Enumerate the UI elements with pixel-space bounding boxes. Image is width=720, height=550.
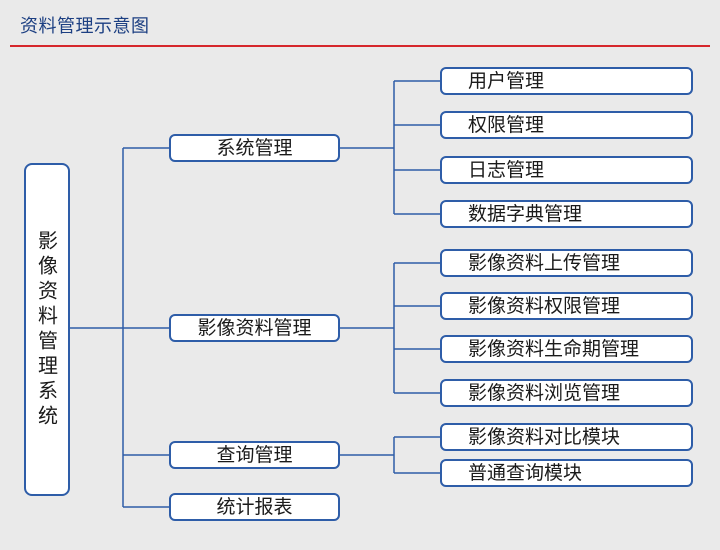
leaf-node: 影像资料上传管理 [440, 249, 693, 277]
leaf-node: 影像资料浏览管理 [440, 379, 693, 407]
leaf-node: 权限管理 [440, 111, 693, 139]
module-node-statistics-report: 统计报表 [169, 493, 340, 521]
leaf-node: 日志管理 [440, 156, 693, 184]
leaf-node: 数据字典管理 [440, 200, 693, 228]
leaf-node: 影像资料生命期管理 [440, 335, 693, 363]
module-node-system-management: 系统管理 [169, 134, 340, 162]
leaf-node: 影像资料权限管理 [440, 292, 693, 320]
leaf-node: 用户管理 [440, 67, 693, 95]
leaf-node: 普通查询模块 [440, 459, 693, 487]
page-title: 资料管理示意图 [20, 16, 150, 37]
header-divider [10, 45, 710, 47]
module-node-image-data-management: 影像资料管理 [169, 314, 340, 342]
module-node-query-management: 查询管理 [169, 441, 340, 469]
root-node: 影像资料管理系统 [24, 163, 70, 496]
leaf-node: 影像资料对比模块 [440, 423, 693, 451]
